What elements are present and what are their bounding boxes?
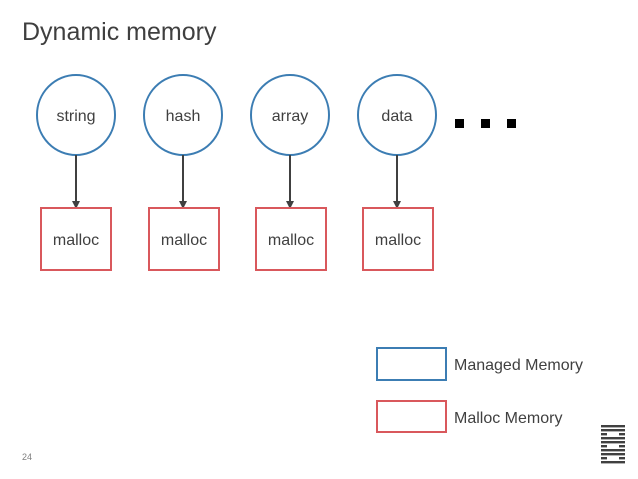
legend: Managed Memory Malloc Memory [376,347,583,433]
node-label-array: array [272,108,308,125]
legend-managed-label: Managed Memory [454,357,583,374]
node-data-group: data malloc [357,74,437,271]
node-string-group: string malloc [36,74,116,271]
malloc-label-hash: malloc [161,232,207,249]
malloc-box-hash [148,207,220,271]
ellipsis-dot-2 [481,119,490,128]
ellipsis-dot-1 [455,119,464,128]
malloc-box-array [255,207,327,271]
legend-managed-swatch [376,347,447,381]
node-label-string: string [56,108,95,125]
malloc-label-array: malloc [268,232,314,249]
legend-malloc-swatch [376,400,447,433]
malloc-box-string [40,207,112,271]
ellipsis-icon [455,119,516,128]
malloc-label-string: malloc [53,232,99,249]
slide-title: Dynamic memory [22,18,217,46]
legend-malloc-label: Malloc Memory [454,410,562,427]
ellipsis-dot-3 [507,119,516,128]
malloc-label-data: malloc [375,232,421,249]
ibm-logo-icon [601,425,625,464]
node-array-group: array malloc [250,74,330,271]
page-number: 24 [22,452,33,462]
node-hash-group: hash malloc [143,74,223,271]
node-label-data: data [381,108,412,125]
node-label-hash: hash [166,108,201,125]
malloc-box-data [362,207,434,271]
